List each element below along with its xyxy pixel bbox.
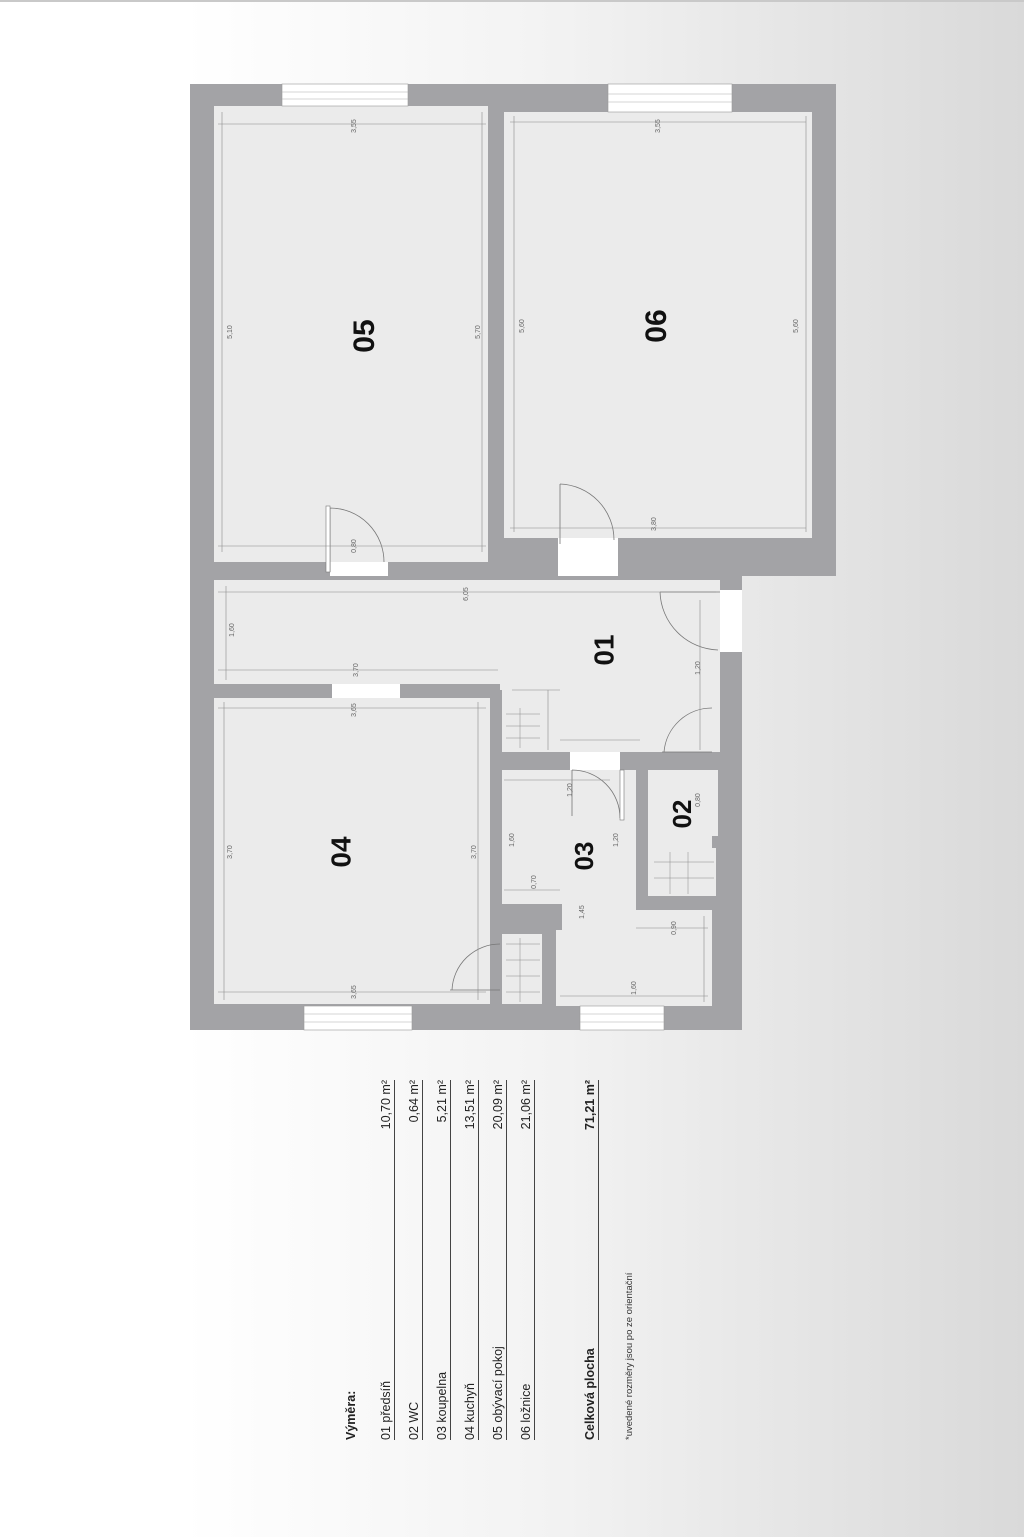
dim-06-left: 5,60	[519, 319, 526, 333]
window-04	[303, 1005, 413, 1031]
room-05-floor	[214, 106, 488, 562]
dim-04-bottom: 3,65	[351, 985, 358, 999]
shaft-small	[502, 704, 542, 750]
area-row-label: 06 ložnice	[519, 1383, 533, 1440]
shaft-bottom	[502, 934, 542, 1004]
area-total-row: Celková plocha 71,21 m²	[578, 1080, 599, 1440]
area-row: 02 WC 0,64 m²	[402, 1080, 423, 1440]
dim-01-long: 6,05	[463, 587, 470, 601]
area-row: 04 kuchyň 13,51 m²	[458, 1080, 479, 1440]
window-06	[607, 83, 733, 113]
top-border-line	[0, 0, 1024, 2]
dim-05-left: 5,10	[227, 325, 234, 339]
dim-05-right: 5,70	[475, 325, 482, 339]
dim-03-b: 1,20	[567, 783, 574, 797]
entrance-opening	[720, 590, 742, 652]
dim-06-right: 5,60	[793, 319, 800, 333]
door-opening-05	[330, 562, 388, 576]
dim-04-top: 3,65	[351, 703, 358, 717]
area-row-label: 05 obývací pokoj	[491, 1346, 505, 1440]
area-row-label: 02 WC	[407, 1401, 421, 1440]
wall-03-top	[500, 752, 570, 770]
floor-plan: 05 06 01 04 03 02 3,55 5,10 5,70 0,80 3,…	[190, 83, 836, 1031]
dim-03-c: 0,70	[531, 875, 538, 889]
wall-shaft-side	[542, 930, 556, 1006]
area-row-label: 01 předsíň	[379, 1380, 393, 1440]
area-note: *uvedené rozměry jsou po ze orientační	[624, 1272, 635, 1440]
area-table: Výměra: 01 předsíň 10,70 m² 02 WC 0,64 m…	[316, 1080, 636, 1440]
dim-02-b: 0,80	[695, 793, 702, 807]
dim-03-d: 1,45	[579, 905, 586, 919]
dim-03-e: 1,60	[631, 981, 638, 995]
dim-02-a: 1,20	[613, 833, 620, 847]
wall-block-03	[500, 904, 562, 930]
wall-02-bottom	[636, 896, 720, 910]
wall-05-06	[488, 106, 504, 576]
area-row: 03 koupelna 5,21 m²	[430, 1080, 451, 1440]
area-row-value: 5,21 m²	[435, 1080, 449, 1123]
dim-04-left: 3,70	[227, 845, 234, 859]
dim-01-left: 1,60	[229, 623, 236, 637]
area-total-label: Celková plocha	[583, 1348, 597, 1440]
room-06-floor	[504, 112, 812, 538]
dim-03-f: 0,90	[671, 921, 678, 935]
door-swing-06	[559, 483, 615, 544]
door-swing-02	[662, 707, 713, 753]
dimension-lines	[218, 112, 807, 1002]
area-row-value: 21,06 m²	[519, 1080, 533, 1130]
room-label-02: 02	[667, 800, 697, 829]
dim-01-mid: 3,70	[353, 663, 360, 677]
area-row-value: 0,64 m²	[407, 1080, 421, 1123]
area-row-label: 04 kuchyň	[463, 1383, 477, 1440]
dim-05-top: 3,55	[351, 119, 358, 133]
area-row: 05 obývací pokoj 20,09 m²	[486, 1080, 507, 1440]
door-opening-03	[570, 752, 620, 770]
room-label-01: 01	[588, 634, 619, 665]
area-table-title: Výměra:	[344, 1390, 358, 1440]
area-row: 06 ložnice 21,06 m²	[514, 1080, 535, 1440]
wall-02-left	[636, 770, 648, 910]
window-03	[579, 1005, 665, 1031]
room-label-05: 05	[348, 319, 381, 352]
shaft-hatching	[506, 708, 714, 1002]
window-05	[281, 83, 409, 107]
room-label-06: 06	[640, 309, 673, 342]
door-opening-04	[332, 684, 400, 698]
wall-04-03	[490, 690, 502, 1006]
area-row-value: 13,51 m²	[463, 1080, 477, 1130]
area-row-value: 10,70 m²	[379, 1080, 393, 1130]
dim-05-door: 0,80	[351, 539, 358, 553]
dim-01-door: 1,20	[695, 661, 702, 675]
area-row: 01 předsíň 10,70 m²	[374, 1080, 395, 1440]
door-swing-03	[571, 769, 621, 819]
room-02-floor	[646, 770, 718, 836]
shaft-02	[650, 848, 716, 896]
room-label-04: 04	[325, 836, 356, 868]
dim-03-a: 1,60	[509, 833, 516, 847]
dim-06-top: 3,55	[655, 119, 662, 133]
area-row-label: 03 koupelna	[435, 1371, 449, 1440]
area-row-value: 20,09 m²	[491, 1080, 505, 1130]
area-total-value: 71,21 m²	[583, 1080, 597, 1131]
door-swing-04	[450, 943, 501, 991]
room-label-03: 03	[569, 842, 599, 871]
dim-06-door: 3,80	[651, 517, 658, 531]
room-04-floor	[214, 698, 490, 1004]
dim-04-right: 3,70	[471, 845, 478, 859]
door-opening-06	[558, 538, 618, 576]
